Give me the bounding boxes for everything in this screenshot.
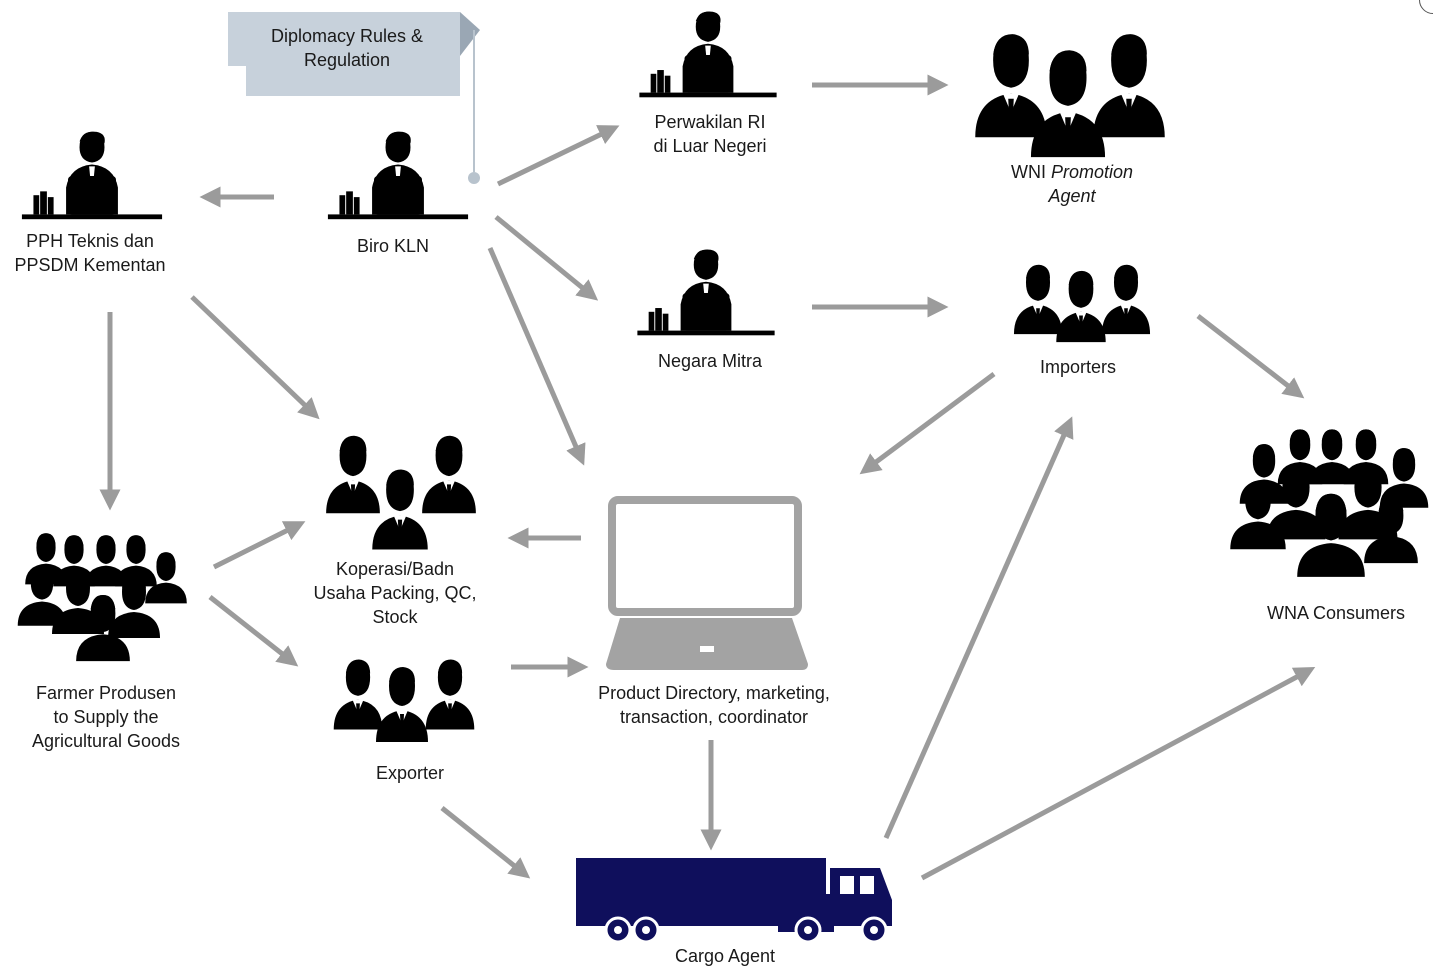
wni-label: WNI Promotion Agent [982,160,1162,208]
arrow-farmer-to-exporter [208,595,299,667]
consumers-crowd-icon [1230,429,1429,577]
banner-line-2: Regulation [303,50,391,70]
biro-worker-icon [327,131,469,220]
flow-arrows [99,74,1316,881]
arrow-pph-to-koperasi [190,295,320,420]
banner-title: Diplomacy Rules & Regulation [240,24,454,72]
laptop-icon [606,496,808,670]
koperasi-label-line-3: Stock [372,607,418,627]
negara-worker-icon [637,249,775,336]
farmers-crowd-icon [17,533,187,662]
arrow-importers-to-laptop [859,371,996,475]
arrow-biro-to-perwakilan [496,125,620,187]
exporters-icon [333,659,475,742]
importers-label: Importers [1008,355,1148,379]
arrow-importers-to-wna [1196,314,1305,399]
banner-line-1: Diplomacy Rules & [270,26,424,46]
koperasi-people-icon [326,435,476,550]
arrow-farmer-to-koperasi [212,521,306,570]
flag-banner-icon [228,12,480,184]
wna-label-line-1: WNA Consumers [1266,603,1406,623]
pph-label-line-1: PPH Teknis dan [26,231,154,251]
perwakilan-label-line-1: Perwakilan RI [654,112,766,132]
exporter-label-line-1: Exporter [375,763,445,783]
wni-label-line-2: Agent [1048,186,1096,206]
arrow-cargo-to-wna [920,667,1316,881]
perwakilan-worker-icon [639,11,777,98]
arrow-cargo-to-importers [883,416,1074,840]
koperasi-label-line-2: Usaha Packing, QC, [313,583,477,603]
wni-label-italic: Promotion [1050,162,1134,182]
importers-icon [1013,264,1151,343]
product-label-line-1: Product Directory, marketing, [598,683,830,703]
arrow-exporter-to-cargo [440,806,531,879]
product-label: Product Directory, marketing, transactio… [566,681,862,729]
pph-label: PPH Teknis dan PPSDM Kementan [2,229,178,277]
negara-label-line-1: Negara Mitra [657,351,763,371]
koperasi-label-line-1: Koperasi/Badn [335,559,455,579]
cargo-label-line-1: Cargo Agent [674,946,776,966]
arrow-biro-to-laptop [487,247,586,466]
product-label-line-2: transaction, coordinator [619,707,809,727]
negara-label: Negara Mitra [620,349,800,373]
pph-label-line-2: PPSDM Kementan [14,255,166,275]
perwakilan-label: Perwakilan RI di Luar Negeri [620,110,800,158]
farmer-label-line-3: Agricultural Goods [31,731,181,751]
cargo-label: Cargo Agent [655,944,795,968]
farmer-label-line-1: Farmer Produsen [35,683,177,703]
wni-label-word: WNI [1010,162,1051,182]
farmer-label-line-2: to Supply the [53,707,159,727]
pph-worker-icon [21,131,163,220]
biro-label-line-1: Biro KLN [356,236,430,256]
farmer-label: Farmer Produsen to Supply the Agricultur… [6,681,206,753]
biro-label: Biro KLN [333,234,453,258]
wni-label-line-1: WNI Promotion [982,160,1162,184]
arrow-biro-to-negara [494,215,599,301]
exporter-label: Exporter [340,761,480,785]
importers-label-line-1: Importers [1039,357,1117,377]
wna-label: WNA Consumers [1246,601,1426,625]
perwakilan-label-line-2: di Luar Negeri [653,136,767,156]
koperasi-label: Koperasi/Badn Usaha Packing, QC, Stock [300,557,490,629]
wni-agents-icon [975,34,1165,158]
cargo-truck-icon [576,858,892,944]
